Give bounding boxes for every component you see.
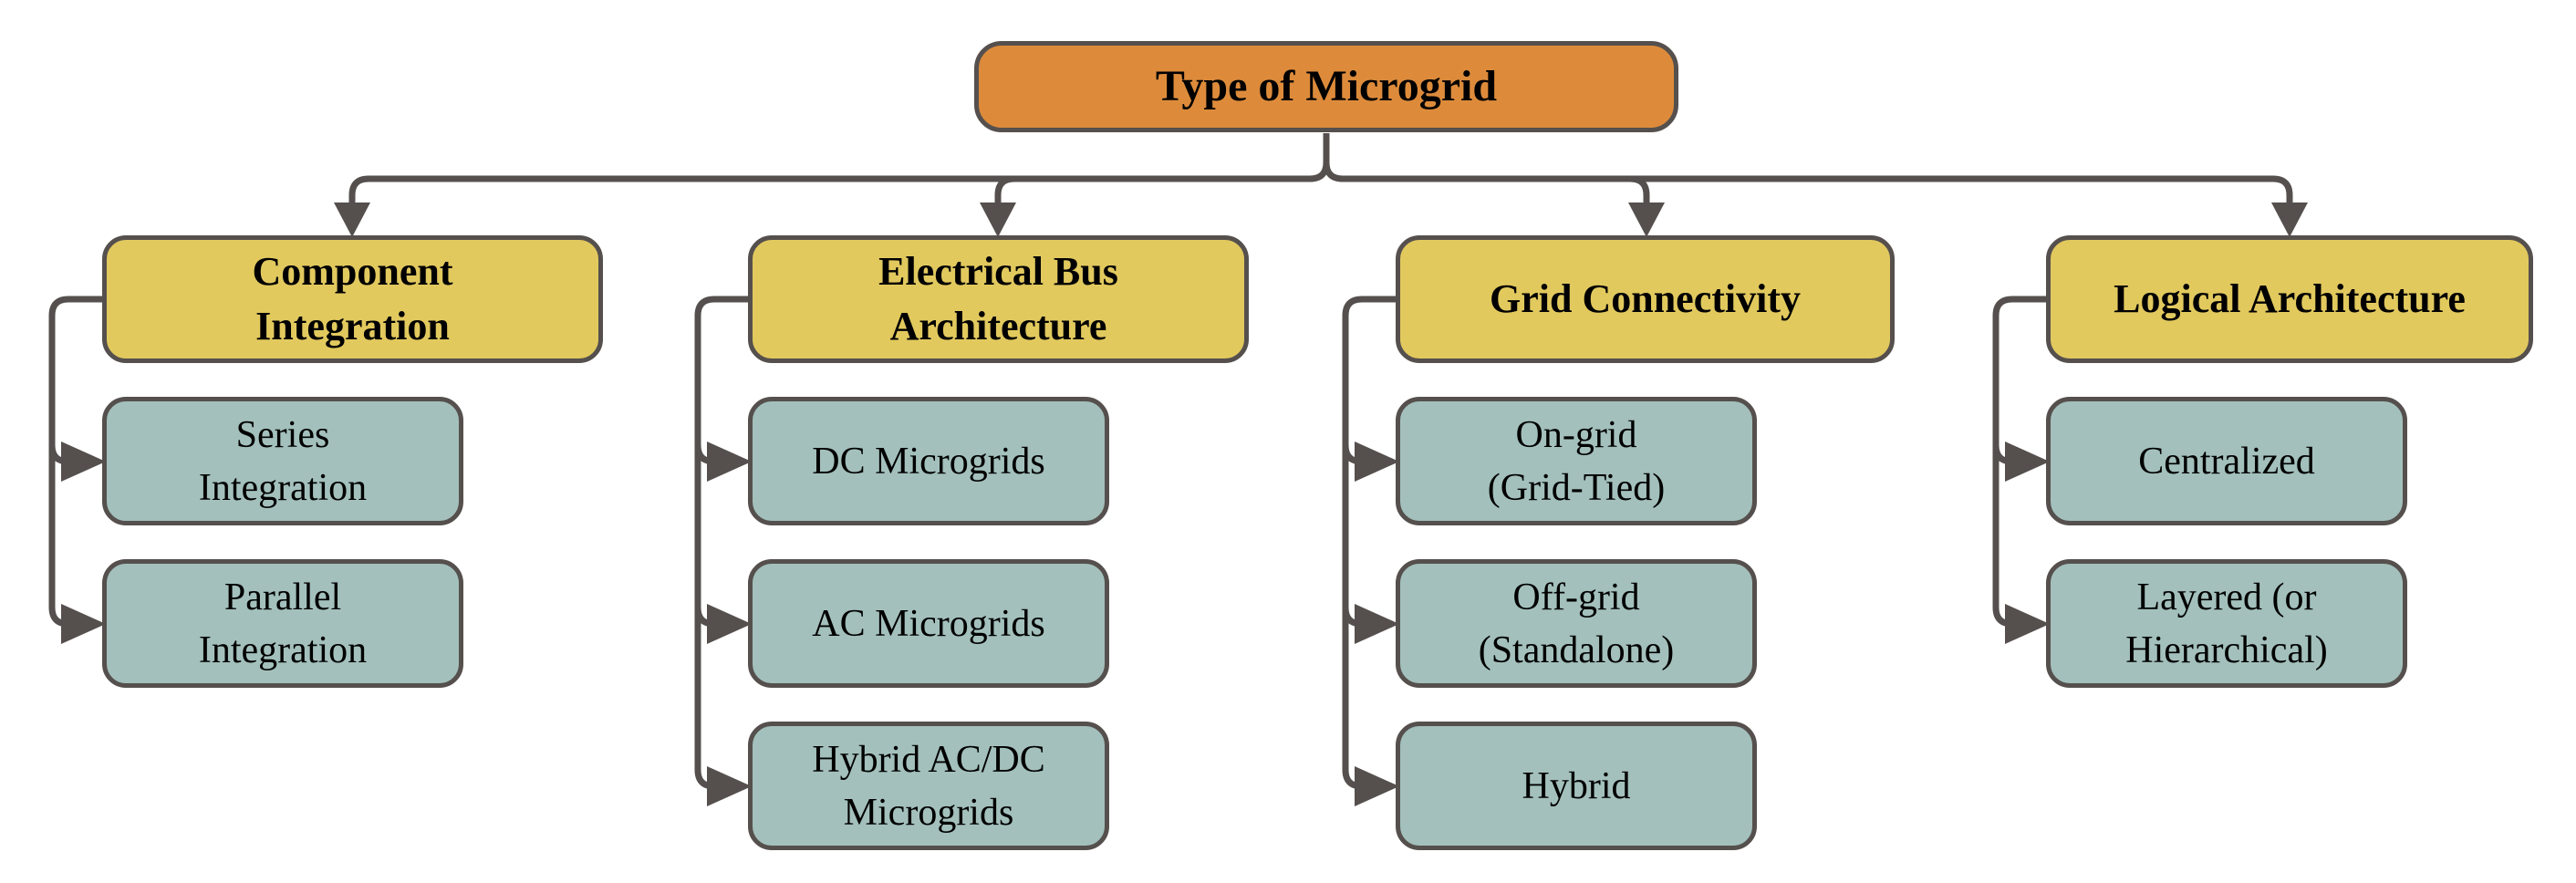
- rail-drop-branch3: [1629, 175, 1650, 204]
- leaf-label-line: Centralized: [2138, 440, 2315, 483]
- node-type-of-microgrid: Type of Microgrid: [974, 41, 1678, 132]
- node-label: Type of Microgrid: [1155, 62, 1498, 110]
- arrowhead-right-b3c2: [1355, 604, 1399, 644]
- arrowhead-right-b1c2: [61, 604, 106, 644]
- leaf-label-line: Layered (or: [2136, 576, 2317, 618]
- spine-branch2: [694, 296, 748, 790]
- branch-grid-connectivity: Grid Connectivity: [1396, 235, 1895, 363]
- arrowhead-down-branch1: [334, 203, 370, 237]
- branch-label-line: Architecture: [889, 304, 1107, 348]
- leaf-label-line: DC Microgrids: [812, 440, 1045, 483]
- leaf-hybrid-ac-dc-microgrids: Hybrid AC/DC Microgrids: [748, 722, 1109, 850]
- leaf-layered-hierarchical: Layered (or Hierarchical): [2046, 559, 2407, 688]
- arrowhead-down-branch2: [980, 203, 1016, 237]
- leaf-on-grid: On-grid (Grid-Tied): [1396, 397, 1757, 525]
- arrowhead-down-branch4: [2271, 203, 2308, 237]
- rail-drop-branch2: [994, 175, 1015, 204]
- arrowhead-right-b2c1: [707, 442, 752, 482]
- root-rail-left: [348, 133, 1330, 204]
- spine-branch1: [48, 296, 102, 628]
- arrowhead-down-branch3: [1628, 203, 1665, 237]
- leaf-label-line: (Grid-Tied): [1487, 466, 1666, 509]
- leaf-hybrid: Hybrid: [1396, 722, 1757, 850]
- leaf-label-line: Parallel: [223, 576, 342, 618]
- arrowhead-right-b2c3: [707, 766, 752, 806]
- branch-electrical-bus-architecture: Electrical Bus Architecture: [748, 235, 1249, 363]
- branch-logical-architecture: Logical Architecture: [2046, 235, 2533, 363]
- branch-label-line: Component: [252, 249, 453, 294]
- branch-label-line: Electrical Bus: [878, 249, 1118, 294]
- arrowhead-right-b3c1: [1355, 442, 1399, 482]
- leaf-parallel-integration: Parallel Integration: [102, 559, 463, 688]
- leaf-label-line: Microgrids: [843, 791, 1014, 834]
- leaf-label-line: Integration: [198, 466, 368, 509]
- leaf-label-line: On-grid: [1515, 413, 1637, 456]
- leaf-label-line: Hierarchical): [2125, 628, 2328, 671]
- leaf-series-integration: Series Integration: [102, 397, 463, 525]
- leaf-ac-microgrids: AC Microgrids: [748, 559, 1109, 688]
- leaf-label-line: AC Microgrids: [812, 602, 1045, 645]
- branch-label-line: Integration: [255, 304, 450, 348]
- leaf-label-line: Hybrid: [1522, 764, 1631, 807]
- arrowhead-right-b3c3: [1355, 766, 1399, 806]
- leaf-label-line: Off-grid: [1512, 576, 1640, 618]
- branch-label-line: Grid Connectivity: [1490, 276, 1801, 321]
- leaf-label-line: Series: [235, 413, 330, 456]
- branch-component-integration: Component Integration: [102, 235, 603, 363]
- spine-branch4: [1992, 296, 2046, 628]
- arrowhead-right-b2c2: [707, 604, 752, 644]
- leaf-centralized: Centralized: [2046, 397, 2407, 525]
- branch-label-line: Logical Architecture: [2114, 276, 2466, 321]
- spine-branch3: [1342, 296, 1396, 790]
- leaf-label-line: (Standalone): [1478, 628, 1675, 671]
- leaf-label-line: Hybrid AC/DC: [812, 738, 1045, 781]
- arrowhead-right-b4c1: [2005, 442, 2050, 482]
- arrowhead-right-b4c2: [2005, 604, 2050, 644]
- root-rail-right: [1323, 161, 2293, 204]
- arrowhead-right-b1c1: [61, 442, 106, 482]
- leaf-dc-microgrids: DC Microgrids: [748, 397, 1109, 525]
- leaf-off-grid: Off-grid (Standalone): [1396, 559, 1757, 688]
- leaf-label-line: Integration: [198, 628, 368, 671]
